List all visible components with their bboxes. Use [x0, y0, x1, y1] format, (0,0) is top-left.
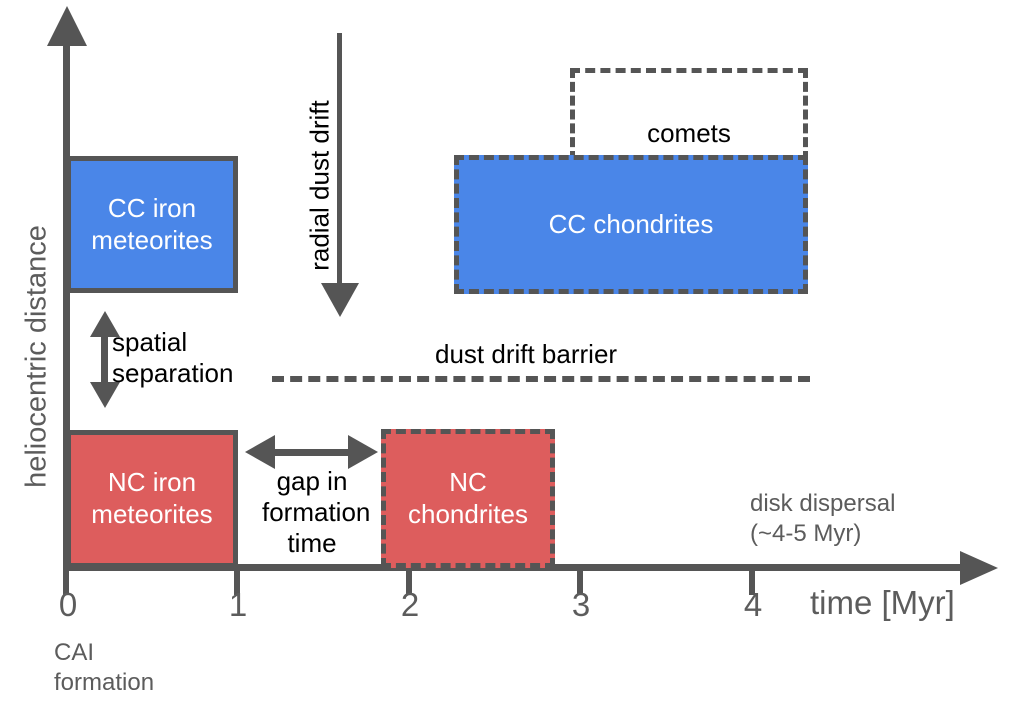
box-label-nc-iron-meteorites: NC iron meteorites	[91, 467, 213, 529]
radial-dust-drift-arrowhead-icon	[321, 283, 359, 317]
dust-drift-barrier-label: dust drift barrier	[435, 339, 618, 369]
spatial-separation-arrowhead-down-icon	[90, 382, 120, 408]
y-axis-title: heliocentric distance	[20, 225, 53, 488]
box-comets[interactable]: comets	[570, 68, 808, 161]
box-label-cc-chondrites: CC chondrites	[548, 208, 714, 239]
x-axis-arrowhead-icon	[960, 551, 998, 585]
radial-dust-drift-label: radial dust drift	[304, 100, 335, 271]
x-axis-tick-label-4: 4	[743, 586, 763, 623]
y-axis-arrowhead-icon	[47, 6, 87, 46]
spatial-separation-arrow-shaft	[101, 330, 108, 390]
box-label-nc-chondrites: NC chondrites	[408, 466, 528, 529]
box-label-cc-iron-meteorites: CC iron meteorites	[91, 192, 213, 255]
gap-arrow-shaft	[272, 449, 350, 456]
spatial-separation-label: spatial separation	[112, 327, 234, 389]
x-axis-tick-4	[749, 571, 755, 595]
box-cc-iron-meteorites[interactable]: CC iron meteorites	[66, 156, 238, 293]
x-axis-tick-1	[234, 571, 240, 595]
y-axis-line	[63, 30, 70, 570]
dust-drift-barrier-line	[272, 376, 810, 382]
x-axis-tick-label-3: 3	[571, 586, 591, 623]
x-axis-tick-label-2: 2	[400, 586, 420, 623]
box-cc-chondrites[interactable]: CC chondrites	[454, 155, 808, 294]
disk-dispersal-label: disk dispersal (~4-5 Myr)	[750, 490, 896, 547]
x-axis-tick-label-1: 1	[228, 586, 248, 623]
radial-dust-drift-arrow-shaft	[337, 33, 342, 288]
gap-arrowhead-left-icon	[245, 435, 275, 469]
x-axis-tick-label-0: 0	[58, 586, 78, 623]
x-axis-tick-0	[63, 571, 69, 595]
gap-in-formation-time-label: gap in formation time	[262, 466, 371, 559]
box-nc-chondrites[interactable]: NC chondrites	[381, 429, 555, 568]
box-nc-iron-meteorites[interactable]: NC iron meteorites	[66, 430, 238, 568]
x-axis-tick-2	[406, 571, 412, 595]
box-label-comets: comets	[647, 118, 731, 149]
x-axis-tick-3	[577, 571, 583, 595]
gap-arrowhead-right-icon	[348, 435, 378, 469]
x-axis-title: time [Myr]	[810, 584, 955, 621]
cai-formation-note: CAI formation	[54, 639, 155, 696]
